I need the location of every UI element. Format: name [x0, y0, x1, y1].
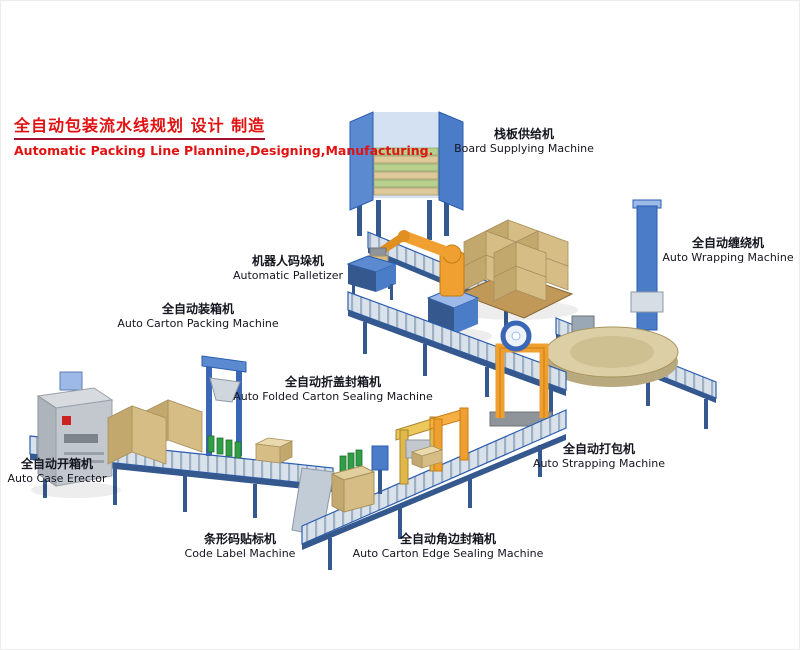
label-en: Code Label Machine [184, 547, 296, 560]
conveyor-bottom [301, 409, 567, 570]
label-zh: 全自动装箱机 [161, 302, 234, 316]
board-supplying-machine-graphic [349, 111, 464, 240]
label-auto-carton-packing-machine: 全自动装箱机 Auto Carton Packing Machine [117, 302, 279, 331]
label-auto-folded-carton-sealing-machine: 全自动折盖封箱机 Auto Folded Carton Sealing Mach… [233, 375, 433, 404]
label-zh: 全自动开箱机 [20, 457, 94, 471]
label-en: Auto Carton Packing Machine [117, 317, 279, 330]
code-label-machine-graphic [330, 445, 389, 513]
label-en: Auto Carton Edge Sealing Machine [352, 547, 544, 560]
label-auto-case-erector: 全自动开箱机 Auto Case Erector [7, 457, 107, 486]
pallet-load-graphic [454, 219, 578, 320]
label-en: Auto Folded Carton Sealing Machine [233, 390, 433, 403]
label-zh: 全自动缠绕机 [691, 236, 765, 250]
wrapping-machine-graphic [630, 199, 664, 331]
label-board-supplying-machine: 栈板供给机 Board Supplying Machine [454, 127, 594, 156]
case-erector-graphic [31, 371, 121, 498]
label-auto-carton-edge-sealing-machine: 全自动角边封箱机 Auto Carton Edge Sealing Machin… [352, 532, 544, 561]
label-zh: 全自动角边封箱机 [399, 532, 496, 546]
label-zh: 机器人码垛机 [251, 254, 325, 268]
label-en: Auto Case Erector [7, 472, 107, 485]
label-en: Automatic Palletizer [232, 269, 344, 282]
label-en: Board Supplying Machine [454, 142, 594, 155]
label-zh: 全自动打包机 [562, 442, 635, 456]
label-auto-strapping-machine: 全自动打包机 Auto Strapping Machine [532, 442, 666, 471]
label-code-label-machine: 条形码贴标机 Code Label Machine [184, 532, 296, 561]
page-title-zh: 全自动包装流水线规划 设计 制造 [14, 112, 266, 140]
label-automatic-palletizer: 机器人码垛机 Automatic Palletizer [232, 254, 344, 283]
edge-sealing-machine-graphic [410, 407, 469, 472]
robot-palletizer-graphic [346, 230, 492, 344]
page-title: 全自动包装流水线规划 设计 制造 Automatic Packing Line … [14, 112, 433, 158]
page-title-en: Automatic Packing Line Plannine,Designin… [14, 143, 434, 158]
label-zh: 条形码贴标机 [203, 532, 277, 546]
strapping-machine-graphic [489, 320, 553, 427]
label-zh: 全自动折盖封箱机 [284, 375, 382, 389]
label-auto-wrapping-machine: 全自动缠绕机 Auto Wrapping Machine [662, 236, 794, 265]
label-en: Auto Wrapping Machine [662, 251, 794, 264]
label-en: Auto Strapping Machine [532, 457, 666, 470]
conveyor-palletizer [347, 291, 567, 420]
wrapping-turntable-graphic [545, 315, 679, 387]
label-zh: 栈板供给机 [493, 127, 554, 141]
carton-packing-machine-graphic [106, 355, 294, 465]
